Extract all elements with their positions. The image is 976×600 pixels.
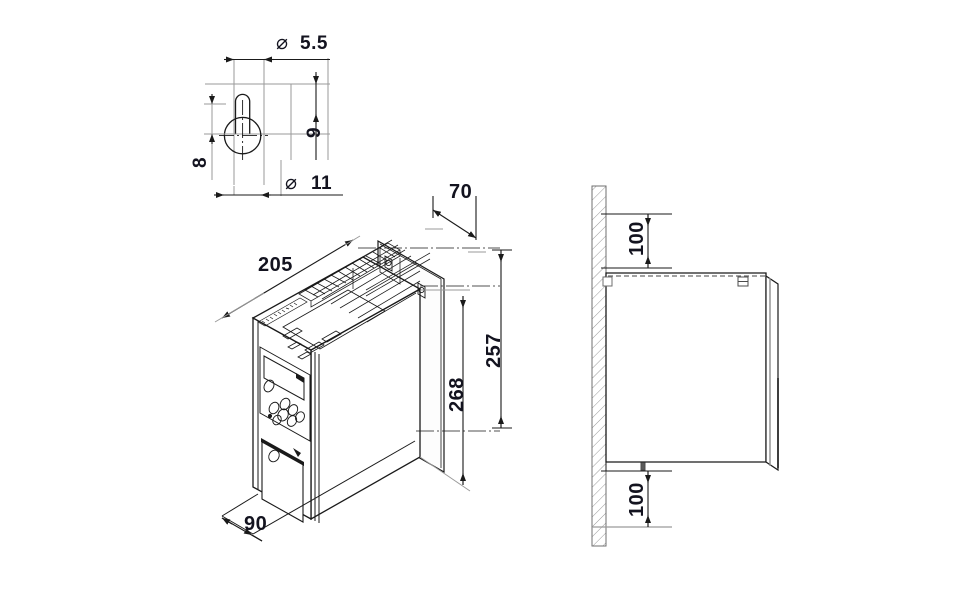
bracket-rails — [352, 247, 431, 297]
bracket-keyhole-upper — [384, 255, 393, 272]
door-handle — [268, 448, 301, 463]
dim-label-slot-height: 9 — [304, 126, 325, 138]
isometric-view — [214, 196, 512, 542]
dim-label-mounting-height: 257 — [483, 333, 505, 368]
terminal-strip — [257, 297, 308, 327]
heatsink-fins — [298, 239, 421, 323]
mounting-tab-mid — [737, 276, 749, 287]
dim-268-leaders — [419, 289, 471, 492]
dim-257-ticks — [492, 249, 512, 429]
diameter-symbol-slot: ⌀ — [276, 32, 289, 54]
dim-label-overall-height: 268 — [446, 377, 468, 412]
drive-side-profile — [605, 272, 767, 463]
dim-width — [221, 517, 263, 542]
lcd-display — [263, 355, 305, 401]
side-view — [591, 185, 779, 547]
side-ext-top — [601, 213, 672, 269]
diameter-symbol-hole: ⌀ — [285, 172, 298, 194]
dim-label-offset: 8 — [190, 156, 211, 168]
dim-label-clearance-top: 100 — [626, 221, 648, 256]
dim-70-ticks — [425, 228, 486, 253]
dim-label-width: 90 — [244, 513, 268, 535]
dim-label-hole-diameter: 11 — [311, 173, 333, 194]
keyhole-detail-view — [204, 56, 343, 198]
side-bottom-edge — [605, 461, 766, 471]
door-top-edge — [261, 438, 304, 466]
lcd-display-shade — [296, 373, 304, 383]
dim-label-plate-offset: 70 — [449, 181, 473, 203]
dim-offset-ticks — [204, 103, 226, 135]
front-connector-blocks — [282, 327, 342, 360]
iso-ext-205 — [214, 235, 361, 323]
keypad-buttons — [263, 379, 305, 427]
dim-label-slot-width: 5.5 — [300, 33, 328, 54]
dim-label-clearance-bottom: 100 — [626, 482, 648, 517]
iso-centerlines — [358, 247, 500, 432]
drive-front-edge — [765, 274, 779, 472]
mounting-tab-lower — [640, 461, 646, 471]
wall-hatch — [591, 185, 607, 547]
mounting-tab-upper — [602, 276, 613, 287]
dim-plate-offset — [432, 196, 477, 240]
dim-label-depth-top: 205 — [258, 254, 293, 276]
keyhole-centerlines — [219, 100, 268, 160]
top-cover-panel — [282, 289, 386, 350]
